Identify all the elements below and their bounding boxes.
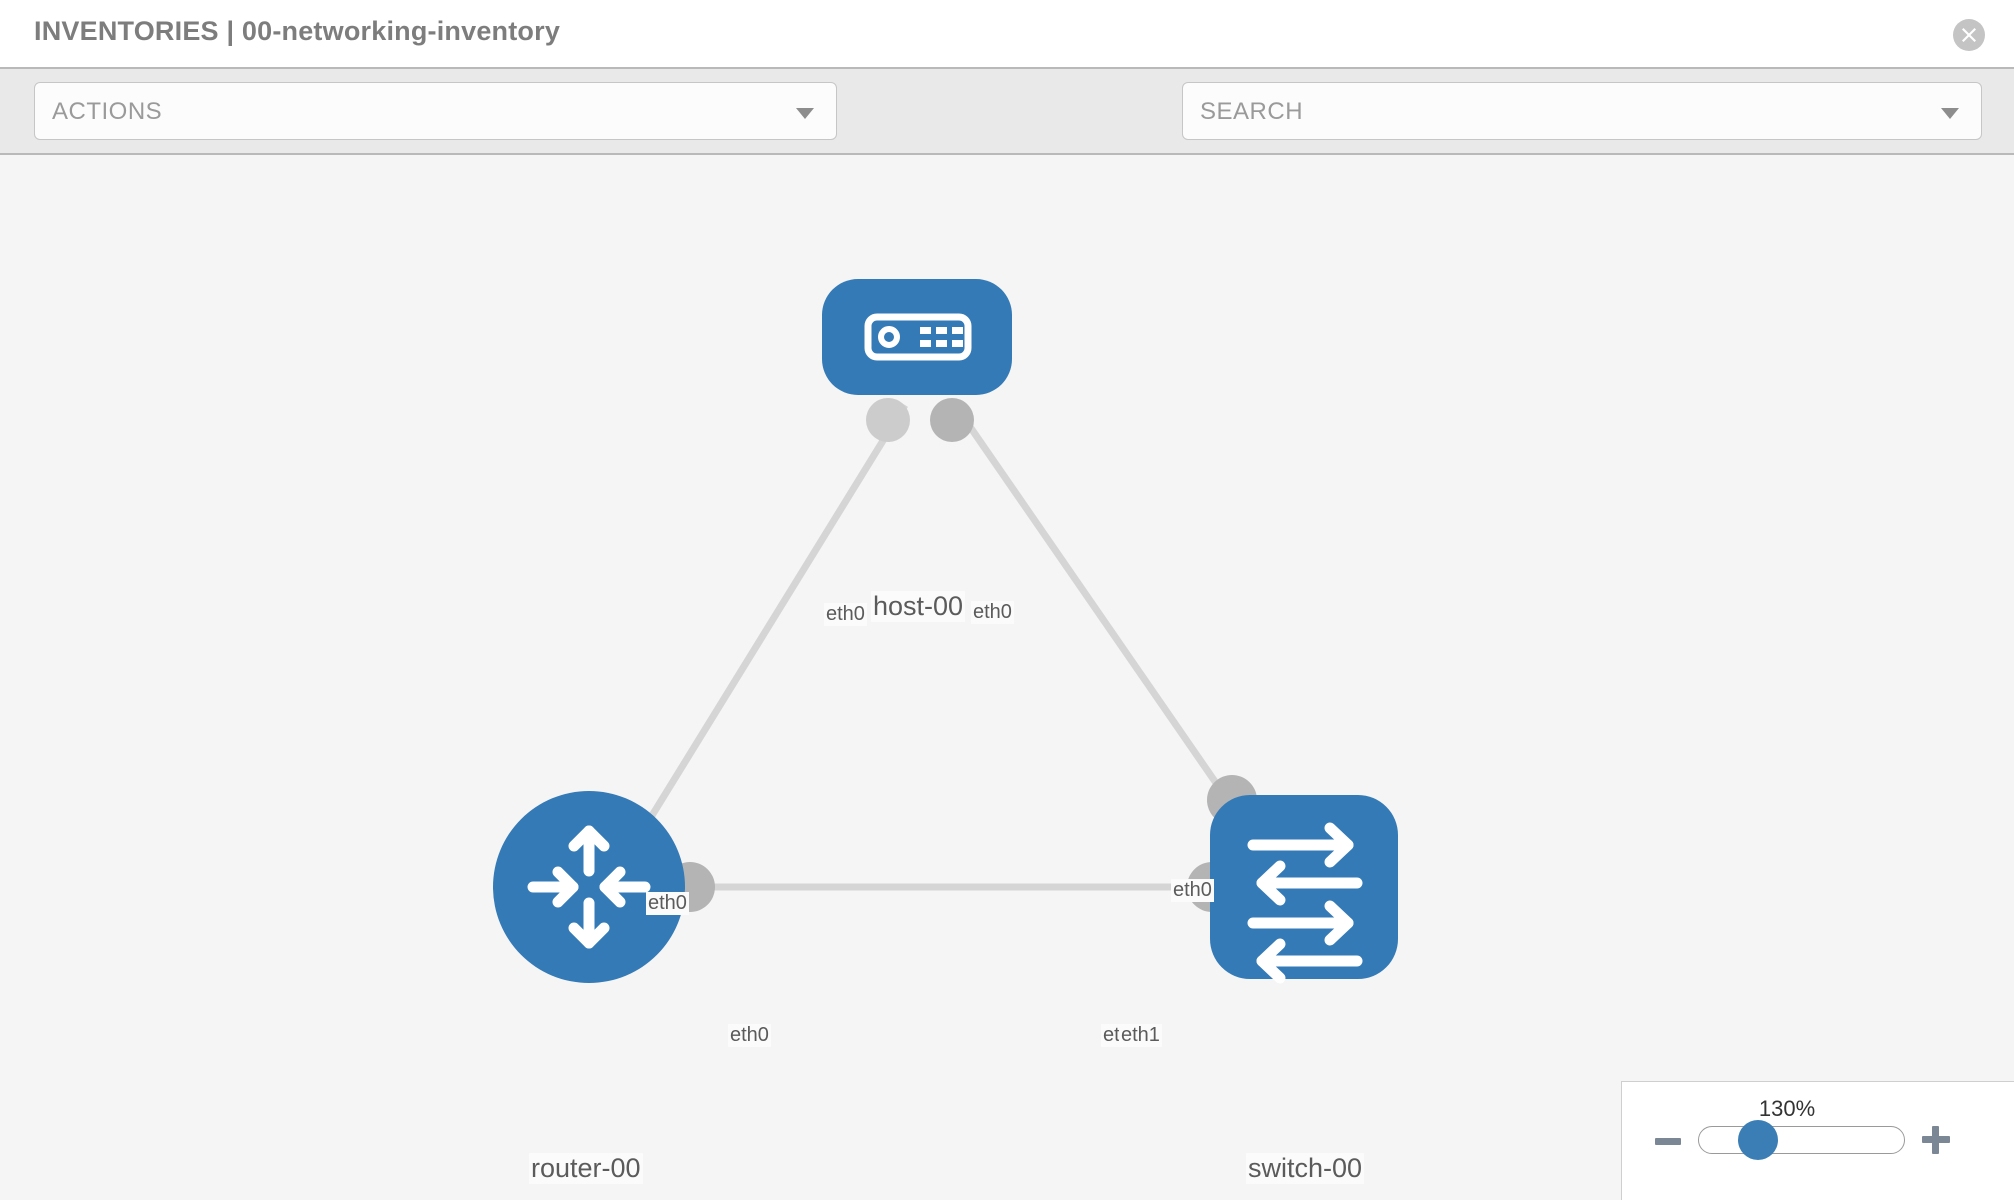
node-label-switch-00: switch-00 [1246, 1153, 1365, 1184]
close-icon[interactable] [1953, 19, 1985, 51]
plus-icon[interactable] [1922, 1126, 1950, 1154]
node-router-00[interactable] [493, 791, 685, 983]
edge-label: eth1 [1119, 1024, 1162, 1047]
zoom-slider-track[interactable] [1698, 1126, 1905, 1154]
edge-label: eth0 [1171, 879, 1214, 902]
search-placeholder: SEARCH [1200, 98, 1304, 125]
topology-canvas[interactable]: eth0 eth0 eth0 eth0 eth0 eth0 eth1 host-… [0, 155, 2014, 1200]
edge-label: eth0 [728, 1024, 771, 1047]
router-arrows-icon [527, 825, 651, 949]
edge-label: eth0 [971, 601, 1014, 624]
port-host-right [930, 398, 974, 442]
search-input[interactable]: SEARCH [1182, 82, 1982, 140]
topology-toolbar: ACTIONS SEARCH [0, 69, 2014, 198]
edge-label: eth0 [646, 892, 689, 915]
node-label-host-00: host-00 [871, 591, 966, 622]
actions-dropdown[interactable]: ACTIONS [34, 82, 837, 140]
node-host-00[interactable] [822, 279, 1012, 395]
zoom-slider-thumb[interactable] [1738, 1120, 1778, 1160]
port-host-left [866, 398, 910, 442]
zoom-control: 130% [1621, 1081, 2014, 1200]
chevron-down-icon [1941, 108, 1959, 119]
edge-host-router [637, 403, 908, 837]
actions-dropdown-label: ACTIONS [52, 98, 163, 125]
node-switch-00[interactable] [1210, 795, 1398, 984]
minus-icon[interactable] [1655, 1138, 1681, 1145]
switch-arrows-icon [1247, 822, 1363, 984]
edge-host-switch [952, 403, 1248, 827]
server-icon [864, 313, 972, 361]
edge-label: eth0 [824, 603, 867, 626]
topology-graph [493, 279, 1398, 984]
page-title: INVENTORIES | 00-networking-inventory [34, 16, 561, 46]
zoom-percent-label: 130% [1758, 1096, 1816, 1121]
node-label-router-00: router-00 [529, 1153, 643, 1184]
page-header: INVENTORIES | 00-networking-inventory [0, 0, 2014, 69]
chevron-down-icon [796, 108, 814, 119]
